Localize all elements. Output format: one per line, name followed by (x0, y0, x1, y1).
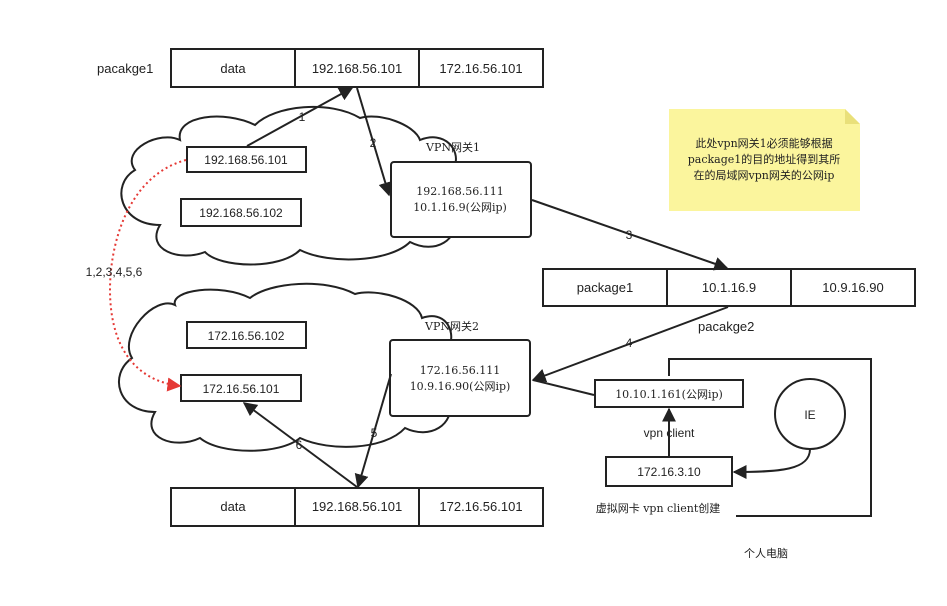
step1-label: 1 (299, 110, 306, 124)
gw1-box (390, 161, 532, 238)
logical-path-label: 1,2,3,4,5,6 (86, 265, 143, 279)
lan2-host-a-text: 172.16.56.102 (208, 329, 285, 343)
gw2-box (389, 339, 531, 417)
gw1-line1: 192.168.56.111 (416, 185, 503, 198)
pc-title: 个人电脑 (744, 547, 788, 560)
package2-label: pacakge2 (698, 319, 754, 334)
package1-packet: data 192.168.56.101 172.16.56.101 (170, 48, 544, 88)
edge-step4 (531, 306, 729, 383)
mid-cell-dst-text: 10.9.16.90 (822, 280, 883, 295)
pc-public-ip-box (594, 379, 744, 408)
note-line2: package1的目的地址得到其所 (688, 152, 841, 166)
pc-virtual-nic-label: 虚拟网卡 vpn client创建 (596, 501, 721, 515)
edge-step3 (531, 199, 729, 271)
bottom-packet: data 192.168.56.101 172.16.56.101 (170, 487, 544, 527)
edge-logical-path (108, 159, 187, 392)
mid-packet: package1 10.1.16.9 10.9.16.90 (542, 268, 916, 307)
bottom-cell-src-text: 192.168.56.101 (312, 499, 402, 514)
step4-label: 4 (626, 336, 633, 350)
package1-cell-data (170, 48, 296, 88)
edge-step1 (246, 87, 354, 147)
edge-pc-to-gw2 (532, 379, 595, 396)
note-line3: 在的局域网vpn网关的公网ip (694, 168, 835, 182)
lan2-host-b (180, 374, 302, 402)
edge-step2 (356, 87, 393, 197)
step3-label: 3 (626, 228, 633, 242)
package1-cell-src-text: 192.168.56.101 (312, 61, 402, 76)
package1-cell-data-text: data (220, 61, 246, 76)
pc-frame (668, 358, 872, 517)
bottom-cell-dst (418, 487, 544, 527)
mid-cell-src (666, 268, 792, 307)
lan1-host-b-text: 192.168.56.102 (199, 206, 283, 220)
edge-ie-to-nic (732, 448, 811, 479)
gw1-title: VPN网关1 (425, 140, 480, 154)
lan1-host-a-text: 192.168.56.101 (204, 153, 288, 167)
lan2-host-b-text: 172.16.56.101 (203, 382, 280, 396)
package1-cell-dst (418, 48, 544, 88)
mid-cell-dst (790, 268, 916, 307)
pc-virtual-ip-box (605, 456, 733, 487)
package1-label: pacakge1 (97, 61, 153, 76)
package1-cell-dst-text: 172.16.56.101 (439, 61, 522, 76)
mid-cell-payload (542, 268, 668, 307)
lan1-host-b (180, 198, 302, 227)
edge-step5 (354, 373, 392, 489)
lan1-host-a (186, 146, 307, 173)
pc-public-ip-text: 10.10.1.161(公网ip) (615, 388, 723, 401)
step6-label: 6 (296, 438, 303, 452)
gw1-line2: 10.1.16.9(公网ip) (413, 201, 507, 214)
mid-cell-payload-text: package1 (577, 280, 633, 295)
gw2-title: VPN网关2 (424, 319, 479, 333)
step2-label: 2 (370, 136, 377, 150)
bottom-cell-data-text: data (220, 499, 246, 514)
lan2-host-a (186, 321, 307, 349)
edge-step6 (242, 402, 358, 488)
note-box (669, 109, 860, 211)
bottom-cell-dst-text: 172.16.56.101 (439, 499, 522, 514)
note-line1: 此处vpn网关1必须能够根据 (695, 136, 832, 150)
package1-cell-src (294, 48, 420, 88)
gw2-line1: 172.16.56.111 (420, 364, 500, 377)
step5-label: 5 (371, 426, 378, 440)
gw2-line2: 10.9.16.90(公网ip) (410, 380, 511, 393)
bottom-cell-data (170, 487, 296, 527)
pc-virtual-ip-text: 172.16.3.10 (637, 465, 701, 479)
ie-text: IE (804, 408, 815, 422)
note-fold (845, 109, 860, 124)
mid-cell-src-text: 10.1.16.9 (702, 280, 756, 295)
